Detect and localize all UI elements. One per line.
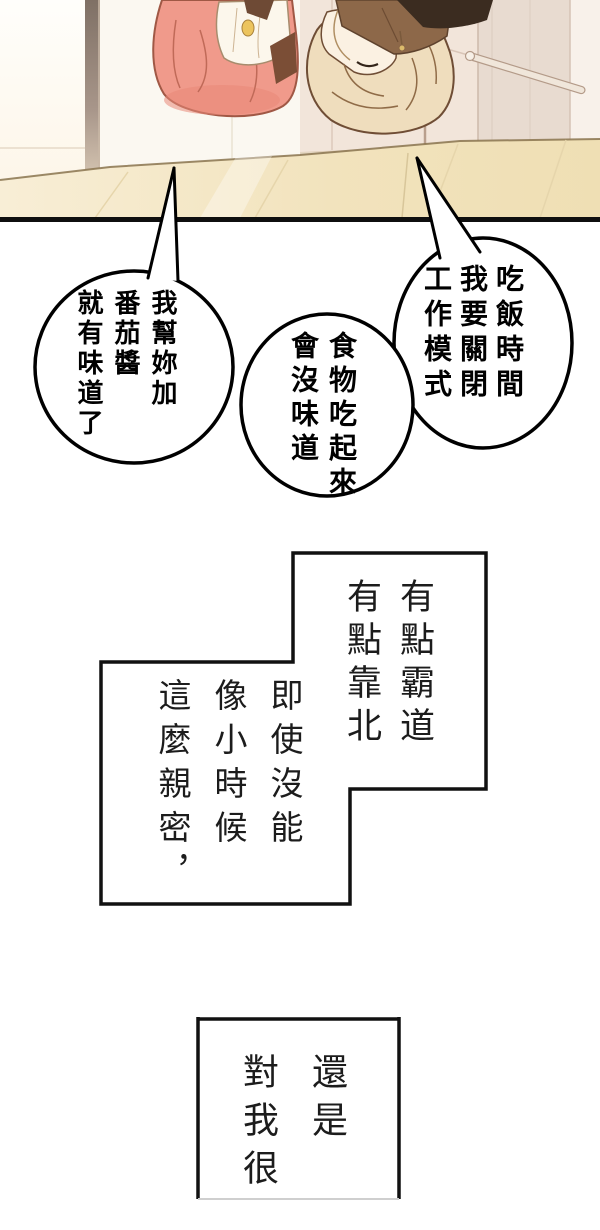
closed-eye [356, 61, 379, 68]
speech-bubble-middle-text: 食物吃起來 會沒味道 [288, 331, 357, 501]
kitchen-background [0, 0, 600, 219]
window-light [0, 0, 85, 183]
window-mullion [85, 0, 100, 183]
speech-bubble-middle-shape [239, 312, 415, 498]
pink-haired-character [152, 0, 299, 118]
speech-bubble-right-shape [392, 156, 574, 450]
panel-border-bar [0, 217, 600, 222]
speech-bubble-left-text: 我幫妳加 番茄醬 就有味道了 [74, 289, 178, 439]
narration-box-middle-text: 即使沒能 像小時候 這麼親密， [154, 678, 303, 898]
narration-box-bottom-shape [196, 1017, 401, 1200]
narration-box-bottom-text: 還是 對我很 [238, 1053, 348, 1197]
narration-box-top-shape [99, 551, 488, 906]
dark-jacket [397, 0, 493, 29]
blonde-character [306, 0, 493, 135]
speech-bubble-right-text: 吃飯時間 我要關閉 工作模式 [421, 264, 524, 404]
earring [399, 30, 403, 46]
speech-bubble-left-shape [33, 166, 235, 465]
narration-box-top-text: 有點霸道 有點靠北 [342, 578, 434, 750]
gold-bead [241, 19, 255, 37]
